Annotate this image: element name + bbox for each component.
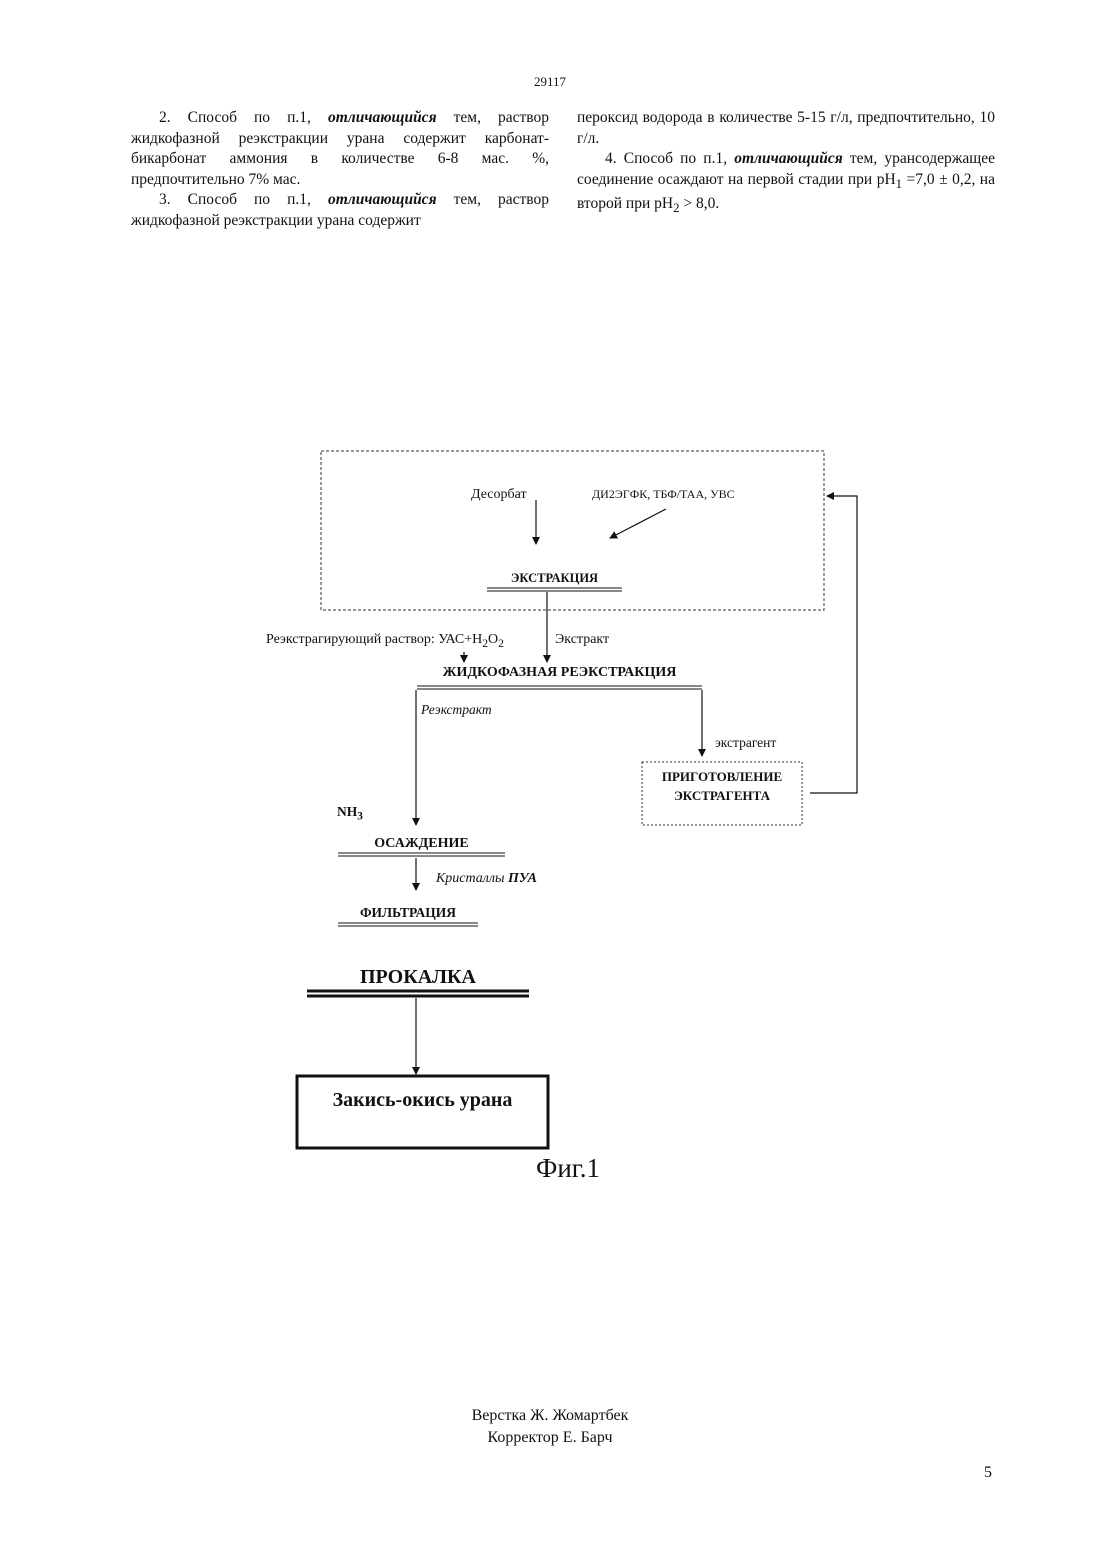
extraction-stage: ЭКСТРАКЦИЯ [487,571,622,586]
liquid-reextraction-stage: ЖИДКОФАЗНАЯ РЕЭКСТРАКЦИЯ [417,665,702,681]
page-number: 5 [984,1464,992,1482]
reagents-arrow [610,509,666,538]
figure-caption: Фиг.1 [536,1153,600,1184]
layout-credit: Верстка Ж. Жомартбек [0,1405,1100,1427]
product-box [297,1076,548,1148]
footer-credits: Верстка Ж. Жомартбек Корректор Е. Барч [0,1405,1100,1449]
corrector-credit: Корректор Е. Барч [0,1427,1100,1449]
reextract-label: Реэкстракт [421,702,492,718]
product-label: Закись-окись урана [297,1089,548,1112]
reextract-solution-label: Реэкстрагирующий раствор: УАС+Н2О2 [266,632,504,650]
extractant-prep-stage: ПРИГОТОВЛЕНИЕ ЭКСТРАГЕНТА [642,767,802,805]
filtration-stage: ФИЛЬТРАЦИЯ [338,905,478,921]
desorbate-label: Десорбат [471,487,527,503]
reagents-label: ДИ2ЭГФК, ТБФ/ТАА, УВС [592,487,735,502]
recycle-line [810,496,857,793]
extraction-block-outline [321,451,824,610]
crystals-label: Кристаллы ПУА [436,871,537,887]
calcination-stage: ПРОКАЛКА [307,966,529,989]
extract-label: Экстракт [555,632,609,648]
nh3-label: NH3 [337,804,363,823]
precipitation-stage: ОСАЖДЕНИЕ [338,836,505,852]
extractant-label: экстрагент [715,735,776,751]
